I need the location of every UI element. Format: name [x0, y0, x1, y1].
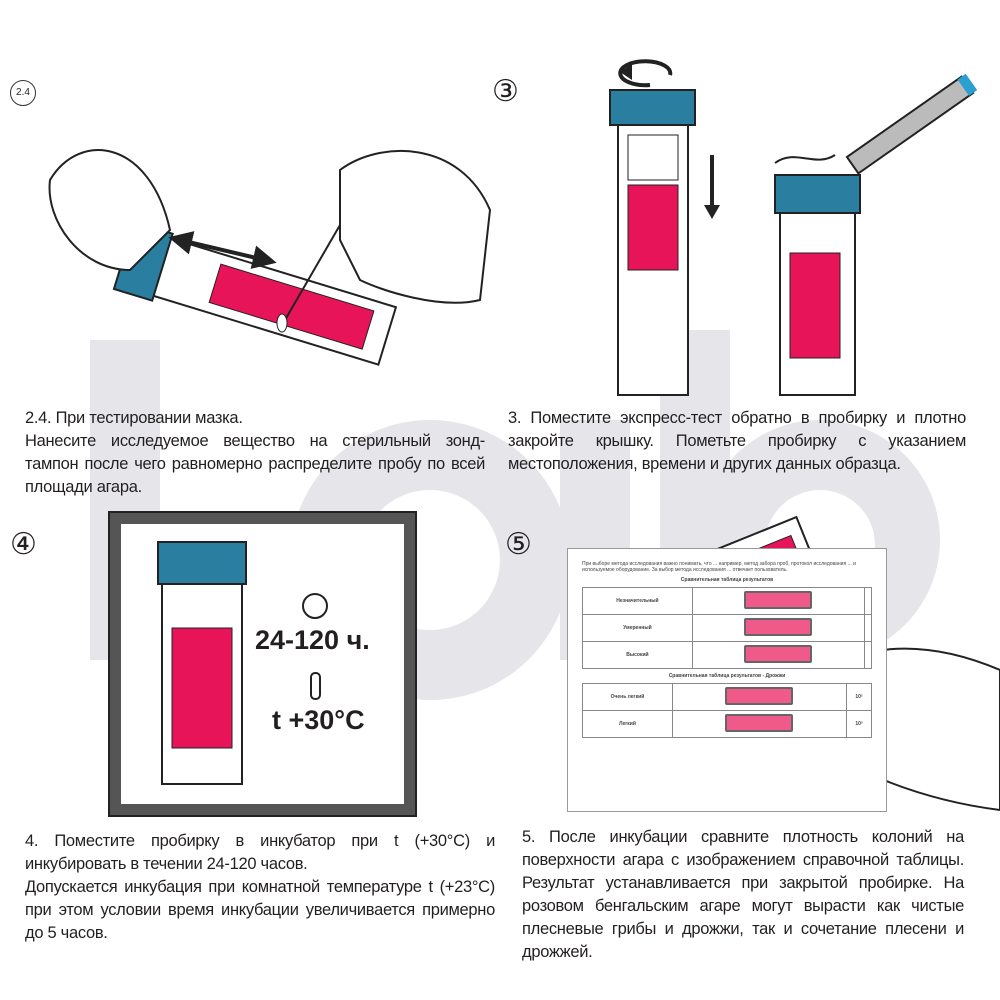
thermometer-icon [310, 672, 321, 700]
tube-close-illustration [609, 59, 978, 396]
reference-table-document: При выборе метода исследования важно пон… [567, 548, 887, 812]
incubation-time: 24-120 ч. [255, 625, 370, 655]
step-marker-5: ⑤ [505, 528, 532, 561]
tube-in-incubator [157, 541, 247, 785]
step-2-4-title: 2.4. При тестировании мазка. [25, 409, 243, 427]
step-3-body: 3. Поместите экспресс-тест обратно в про… [508, 409, 966, 473]
step-4-body-2: Допускается инкубация при комнатной темп… [25, 878, 495, 942]
step-2-4-body: Нанесите исследуемое вещество на стериль… [25, 432, 485, 496]
step-marker-4: ④ [10, 528, 37, 561]
swab-illustration [48, 149, 492, 366]
incubation-temp: t +30°C [272, 705, 365, 735]
step-4-body-1: 4. Поместите пробирку в инкубатор при t … [25, 832, 495, 873]
reference-table-1: Незначительный Умеренный Высокий [582, 587, 873, 669]
step-5-body: 5. После инкубации сравните плотность ко… [522, 828, 964, 961]
step-marker-3: ③ [492, 75, 519, 108]
clock-icon [302, 593, 328, 619]
step-marker-2-4: 2.4 [10, 80, 36, 106]
